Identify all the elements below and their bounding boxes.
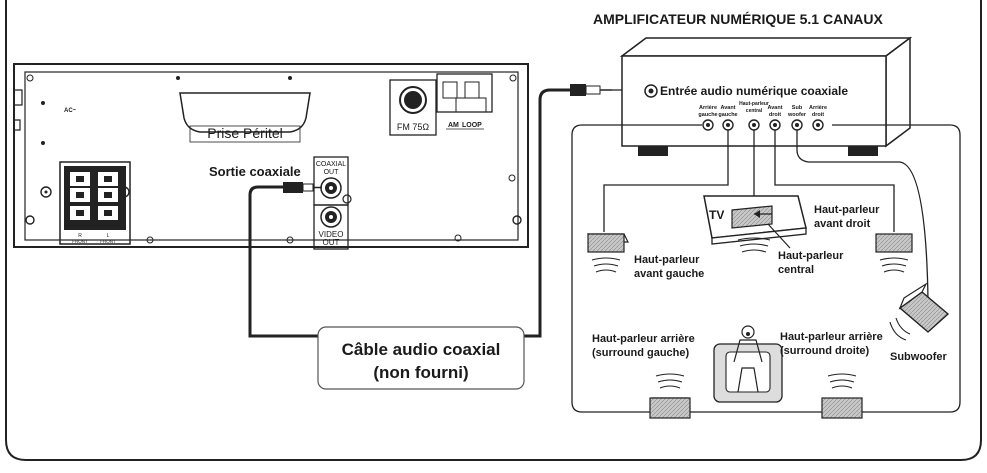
amplifier-title: AMPLIFICATEUR NUMÉRIQUE 5.1 CANAUX <box>593 11 884 27</box>
amplifier-unit: Entrée audio numérique coaxiale Arrière … <box>619 36 913 156</box>
scart-connector: Prise Péritel <box>179 92 311 143</box>
fm-label: FM 75Ω <box>397 122 430 132</box>
coaxial-out-line2: OUT <box>324 169 340 176</box>
scart-label: Prise Péritel <box>207 125 282 141</box>
outer-frame <box>5 0 982 461</box>
front-l-label: L <box>107 233 110 239</box>
out-front-right-2: droit <box>769 112 781 118</box>
video-out-line2: OUT <box>323 238 340 247</box>
subwoofer-speaker <box>889 282 950 341</box>
cable-label-line2: (non fourni) <box>373 363 468 382</box>
subwoofer-label: Subwoofer <box>890 351 948 363</box>
front-l-sub: FRONT <box>100 239 116 244</box>
digital-input-label: Entrée audio numérique coaxiale <box>660 84 848 98</box>
front-right-label-2: avant droit <box>814 218 871 230</box>
fm-antenna-jack: FM 75Ω <box>389 79 437 136</box>
video-out-jack: VIDEO OUT <box>313 204 349 250</box>
coax-plug-amp <box>570 84 612 96</box>
front-r-sub: FRONT <box>72 239 88 244</box>
speaker-wires <box>603 130 929 301</box>
front-left-speaker <box>587 233 629 273</box>
out-front-right-1: Avant <box>767 105 782 111</box>
coax-plug-dvd <box>283 182 322 193</box>
front-left-label-2: avant gauche <box>634 268 704 280</box>
out-rear-left-1: Arrière <box>699 105 717 111</box>
coaxial-cable <box>248 185 318 338</box>
out-rear-right-1: Arrière <box>809 105 827 111</box>
am-label: AM <box>448 122 459 129</box>
out-front-left-1: Avant <box>720 105 735 111</box>
tv-label: TV <box>709 208 724 222</box>
am-loop-terminal: AM LOOP <box>436 73 493 130</box>
front-speaker-terminals: R FRONT L FRONT <box>40 161 131 245</box>
coaxial-out-jack: COAXIAL OUT <box>313 156 349 206</box>
rear-right-speaker <box>821 373 863 419</box>
out-rear-right-2: droit <box>812 112 824 118</box>
room-frame <box>571 124 961 413</box>
rear-left-label-2: (surround gauche) <box>592 347 690 359</box>
front-r-label: R <box>78 233 82 239</box>
ac-label: AC~ <box>64 108 77 114</box>
video-out-line1: VIDEO <box>319 230 344 239</box>
rear-left-label-1: Haut-parleur arrière <box>592 333 695 345</box>
out-rear-left-2: gauche <box>698 112 717 118</box>
cable-label-line1: Câble audio coaxial <box>342 340 501 359</box>
listener-chair <box>713 325 783 403</box>
loop-label: LOOP <box>462 122 482 129</box>
rear-panel: AC~ Prise Péritel FM 75Ω AM LOOP <box>13 63 529 250</box>
out-center-2: central <box>746 108 763 114</box>
front-right-label-1: Haut-parleur <box>814 204 880 216</box>
out-sub-2: woofer <box>787 112 807 118</box>
coaxial-out-line1: COAXIAL <box>316 161 346 168</box>
cable-label-box: Câble audio coaxial (non fourni) <box>317 326 525 390</box>
out-sub-1: Sub <box>792 105 803 111</box>
rear-right-label-2: (surround droite) <box>780 345 870 357</box>
rear-left-speaker <box>649 373 691 419</box>
front-left-label-1: Haut-parleur <box>634 254 700 266</box>
out-center-1: Haut-parleur <box>739 101 769 107</box>
front-right-speaker <box>875 233 913 273</box>
center-label-1: Haut-parleur <box>778 250 844 262</box>
coaxial-out-caption: Sortie coaxiale <box>209 164 301 179</box>
rear-right-label-1: Haut-parleur arrière <box>780 331 883 343</box>
center-speaker <box>731 205 791 253</box>
out-front-left-2: gauche <box>718 112 737 118</box>
center-label-2: central <box>778 264 814 276</box>
